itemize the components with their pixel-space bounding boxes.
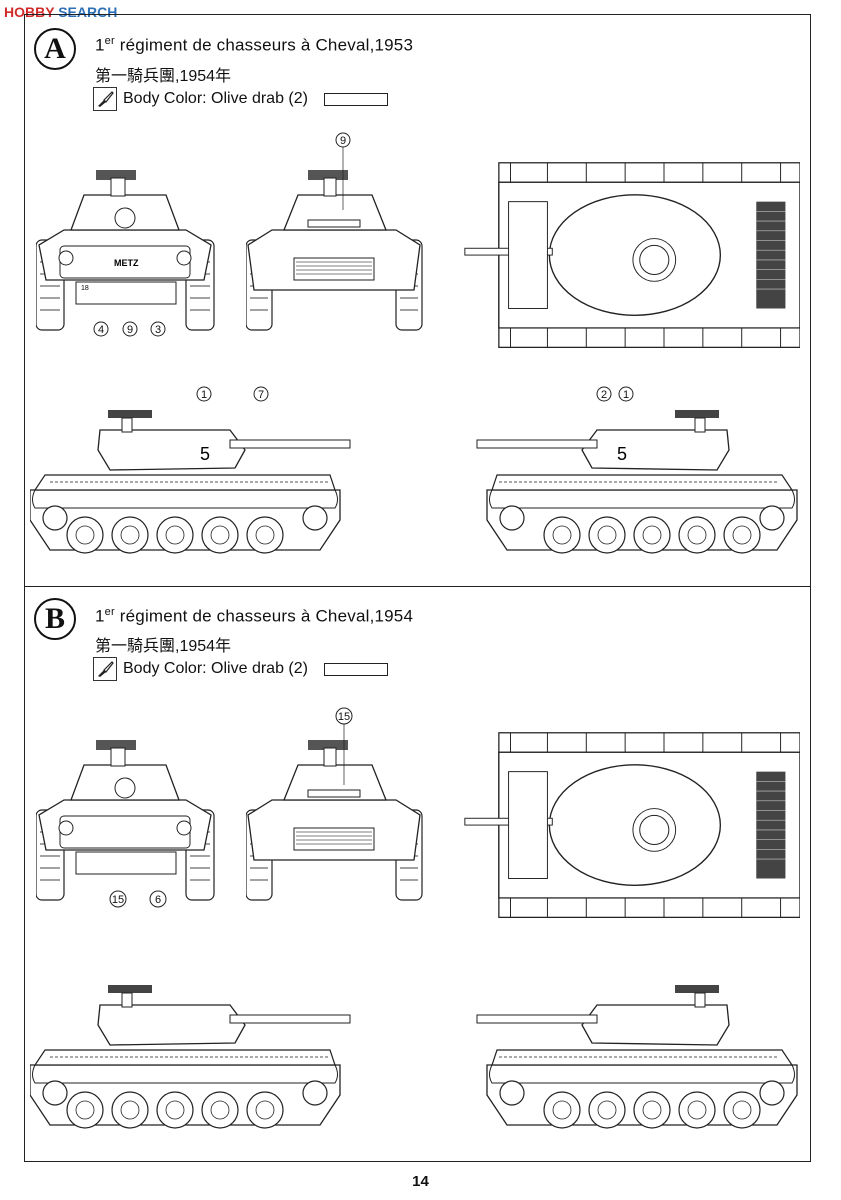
svg-text:4: 4	[98, 324, 104, 336]
svg-text:1: 1	[201, 389, 207, 401]
page-number: 14	[412, 1173, 429, 1190]
scheme-a-front-view: METZ 18	[36, 169, 215, 331]
section-divider	[24, 586, 811, 587]
scheme-b-chinese-title: 第一騎兵團,1954年	[95, 638, 232, 655]
scheme-b-title: 1er régiment de chasseurs à Cheval,1954	[95, 606, 414, 626]
marking-turret-number: 5	[617, 444, 627, 464]
svg-text:15: 15	[338, 711, 350, 723]
svg-text:9: 9	[340, 135, 346, 147]
marking-turret-number: 5	[200, 444, 210, 464]
scheme-a-chinese-title: 第一騎兵團,1954年	[95, 68, 232, 85]
page-frame	[24, 14, 811, 1162]
color-swatch	[323, 92, 388, 106]
scheme-badge-a: A	[34, 28, 76, 70]
marking-hull-number: 18	[81, 285, 89, 292]
color-swatch	[323, 662, 388, 676]
svg-text:6: 6	[155, 894, 161, 906]
paintbrush-icon	[93, 657, 117, 681]
scheme-b-body-color: Body Color: Olive drab (2)	[93, 657, 388, 681]
svg-text:9: 9	[127, 324, 133, 336]
scheme-b-left-side-view	[30, 984, 351, 1129]
scheme-b-right-side-view	[476, 984, 798, 1129]
watermark-logo: HOBBY SEARCH	[4, 4, 118, 20]
scheme-b-callouts: 15 15 6	[109, 707, 353, 908]
scheme-a-left-side-view: 5	[30, 409, 351, 554]
scheme-a-title: 1er régiment de chasseurs à Cheval,1953	[95, 35, 414, 55]
svg-text:3: 3	[155, 324, 161, 336]
marking-metz: METZ	[114, 258, 139, 268]
scheme-a-body-color: Body Color: Olive drab (2)	[93, 87, 388, 111]
svg-text:7: 7	[258, 389, 264, 401]
body-color-label: Body Color: Olive drab (2)	[123, 660, 308, 677]
svg-text:1: 1	[623, 389, 629, 401]
paintbrush-icon	[93, 87, 117, 111]
scheme-a-right-side-view: 5	[476, 409, 798, 554]
svg-text:15: 15	[112, 894, 124, 906]
body-color-label: Body Color: Olive drab (2)	[123, 90, 308, 107]
scheme-a-callouts: 9 4 9 3 1 7 2 1	[93, 132, 634, 402]
scheme-badge-b: B	[34, 598, 76, 640]
svg-text:2: 2	[601, 389, 607, 401]
